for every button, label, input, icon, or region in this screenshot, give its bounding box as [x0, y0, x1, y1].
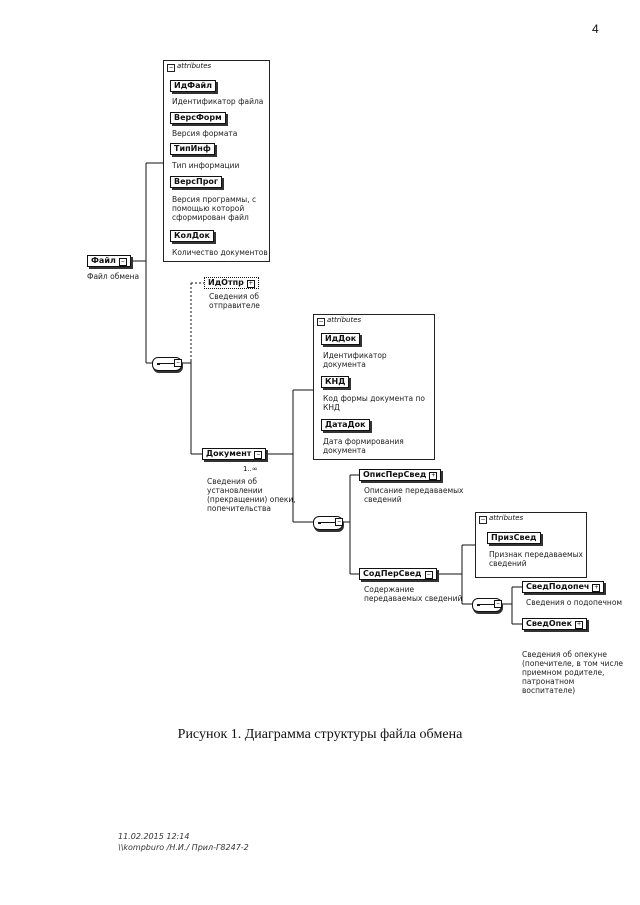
attr-versform-desc: Версия формата: [172, 129, 238, 138]
attributes-header: −attributes: [167, 62, 212, 72]
document-element[interactable]: Документ−: [202, 448, 267, 460]
attr-koldok[interactable]: КолДок: [170, 230, 214, 242]
footer-timestamp: 11.02.2015 12:14: [118, 832, 190, 841]
attr-knd-desc: Код формы документа по КНД: [323, 394, 425, 412]
collapse-icon[interactable]: −: [174, 359, 182, 367]
expand-icon[interactable]: +: [246, 280, 255, 288]
attr-datadok-desc: Дата формирования документа: [323, 437, 404, 455]
opis-element[interactable]: ОписПерСвед+: [359, 469, 442, 481]
sender-element[interactable]: ИдОтпр+: [204, 277, 259, 289]
sod-desc: Содержание передаваемых сведений: [364, 585, 463, 603]
attributes-header: −attributes: [479, 514, 524, 524]
attr-iddok[interactable]: ИдДок: [321, 333, 361, 345]
attr-knd[interactable]: КНД: [321, 376, 350, 388]
attributes-header: −attributes: [317, 316, 362, 326]
root-element[interactable]: Файл−: [87, 255, 131, 267]
collapse-icon[interactable]: −: [424, 571, 433, 579]
collapse-icon[interactable]: −: [494, 600, 502, 608]
attr-idfile[interactable]: ИдФайл: [170, 80, 216, 92]
attr-idfile-desc: Идентификатор файла: [172, 97, 264, 106]
opis-desc: Описание передаваемых сведений: [364, 486, 464, 504]
sod-attributes-box: −attributes: [475, 512, 587, 578]
document-multiplicity: 1..∞: [243, 465, 258, 473]
attr-tipinf-desc: Тип информации: [172, 161, 240, 170]
sod-element[interactable]: СодПерСвед−: [359, 568, 437, 580]
minus-icon[interactable]: −: [479, 516, 487, 524]
root-desc: Файл обмена: [87, 272, 140, 281]
podopech-desc: Сведения о подопечном: [526, 598, 623, 607]
attr-datadok[interactable]: ДатаДок: [321, 419, 370, 431]
attr-versform[interactable]: ВерсФорм: [170, 112, 226, 124]
attr-koldok-desc: Количество документов: [172, 248, 268, 257]
collapse-icon[interactable]: −: [254, 451, 263, 459]
attr-tipinf[interactable]: ТипИнф: [170, 143, 215, 155]
expand-icon[interactable]: +: [429, 472, 438, 480]
minus-icon[interactable]: −: [317, 318, 325, 326]
opek-desc: Сведения об опекуне (попечителе, в том ч…: [522, 650, 624, 695]
minus-icon[interactable]: −: [167, 64, 175, 72]
attr-prizsved[interactable]: ПризСвед: [487, 532, 541, 544]
podopech-element[interactable]: СведПодопеч+: [522, 581, 605, 593]
page-number: 4: [592, 22, 599, 36]
opek-element[interactable]: СведОпек+: [522, 618, 588, 630]
attr-iddok-desc: Идентификатор документа: [323, 351, 387, 369]
expand-icon[interactable]: +: [592, 584, 601, 592]
collapse-icon[interactable]: −: [335, 518, 343, 526]
collapse-icon[interactable]: −: [118, 258, 127, 266]
attr-versprog[interactable]: ВерсПрог: [170, 176, 223, 188]
expand-icon[interactable]: +: [575, 621, 584, 629]
document-desc: Сведения об установлении (прекращении) о…: [207, 477, 296, 513]
root-attributes-box: −attributes: [163, 60, 270, 262]
sender-desc: Сведения об отправителе: [209, 292, 260, 310]
attr-prizsved-desc: Признак передаваемых сведений: [489, 550, 583, 568]
attr-versprog-desc: Версия программы, с помощью которой сфор…: [172, 195, 257, 222]
figure-caption: Рисунок 1. Диаграмма структуры файла обм…: [177, 727, 463, 742]
footer-path: \\kompburo /Н.И./ Прил-Г8247-2: [118, 843, 249, 852]
